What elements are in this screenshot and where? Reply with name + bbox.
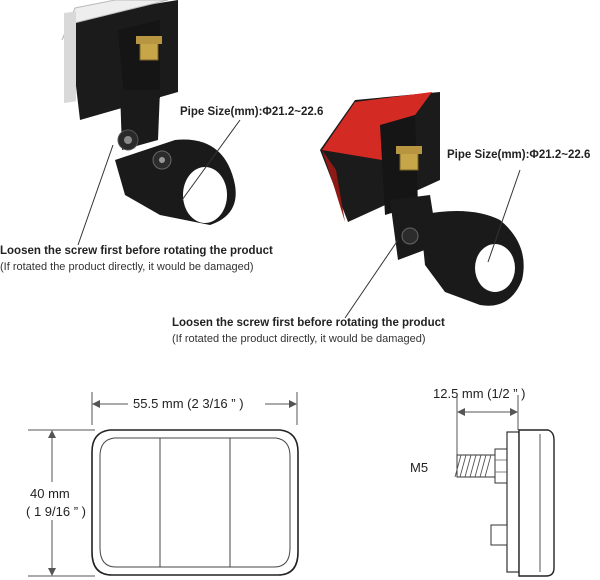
bolt-size-label: M5 bbox=[410, 460, 429, 475]
pipe-size-label-2: Pipe Size(mm):Φ21.2~22.6 bbox=[447, 149, 591, 161]
height-dimension-in: ( 1 9/16 ” ) bbox=[26, 504, 86, 519]
front-view-drawing bbox=[28, 392, 299, 577]
warning-note-2: (If rotated the product directly, it wou… bbox=[172, 333, 426, 345]
depth-dimension-label: 12.5 mm (1/2 ” ) bbox=[433, 386, 526, 401]
side-view-drawing bbox=[454, 395, 555, 577]
red-reflector-product bbox=[320, 92, 524, 319]
warning-note-1: (If rotated the product directly, it wou… bbox=[0, 261, 254, 273]
warning-label-1: Loosen the screw first before rotating t… bbox=[0, 245, 273, 257]
height-dimension-mm: 40 mm bbox=[30, 486, 70, 501]
white-reflector-product bbox=[61, 0, 241, 246]
warning-label-2: Loosen the screw first before rotating t… bbox=[172, 317, 445, 329]
width-dimension-label: 55.5 mm (2 3/16 ” ) bbox=[133, 396, 244, 411]
pipe-size-label-1: Pipe Size(mm):Φ21.2~22.6 bbox=[180, 106, 324, 118]
